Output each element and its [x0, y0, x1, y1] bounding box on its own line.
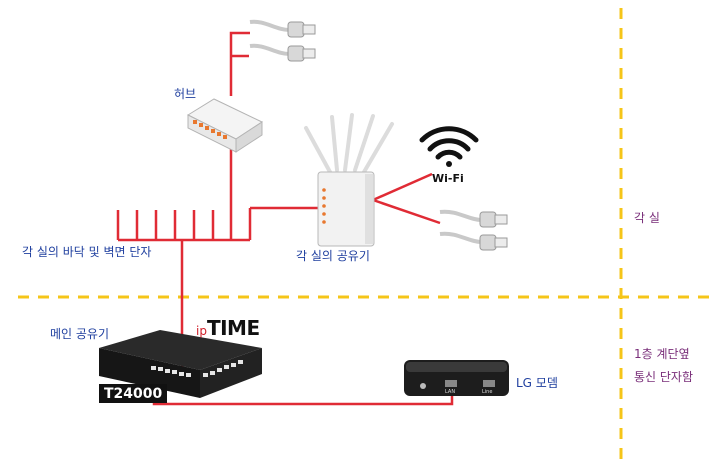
zone-stair-label-line1: 1층 계단옆	[634, 347, 690, 361]
main-router-device	[99, 330, 262, 398]
modem-port-line: Line	[482, 389, 492, 395]
wall-terminals-label: 각 실의 바닥 및 벽면 단자	[22, 245, 152, 259]
zone-stair-label-line2: 통신 단자함	[634, 370, 694, 384]
zone-room-label: 각 실	[634, 211, 660, 225]
modem-port-lan: LAN	[445, 389, 455, 395]
room-ethernet-cables	[439, 209, 508, 251]
hub-label: 허브	[174, 87, 197, 101]
iptime-logo: ipTIME	[196, 318, 260, 338]
brand-main: TIME	[206, 316, 260, 340]
modem-device	[404, 360, 509, 396]
top-ethernet-cables	[249, 19, 316, 62]
main-router-label: 메인 공유기	[50, 327, 110, 341]
brand-prefix: ip	[196, 324, 207, 338]
wifi-label: Wi-Fi	[432, 172, 464, 185]
hub-device	[186, 98, 264, 153]
room-router-label: 각 실의 공유기	[296, 249, 370, 263]
room-router-device	[304, 113, 394, 247]
main-router-model-tag: T24000	[99, 384, 168, 403]
wifi-icon	[419, 126, 479, 167]
modem-label: LG 모뎀	[516, 376, 558, 390]
